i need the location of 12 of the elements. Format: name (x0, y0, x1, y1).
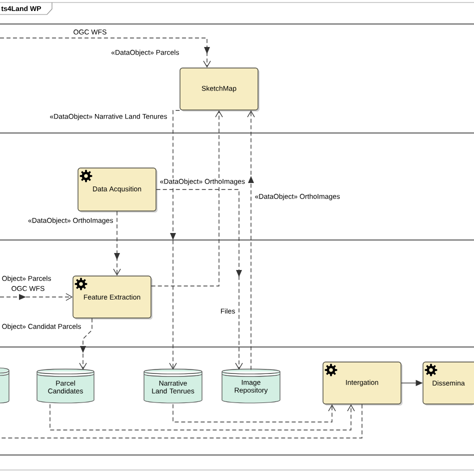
arrow (172, 404, 336, 422)
arrow (169, 110, 180, 370)
arrow (0, 38, 211, 68)
arrow (247, 110, 255, 370)
arrow (0, 293, 73, 301)
connector-line (0, 404, 362, 438)
arrow (151, 110, 223, 286)
arrow (113, 211, 121, 276)
arrow (50, 404, 355, 430)
arrow (156, 189, 243, 370)
data-store (0, 368, 10, 404)
arrow (79, 318, 92, 370)
